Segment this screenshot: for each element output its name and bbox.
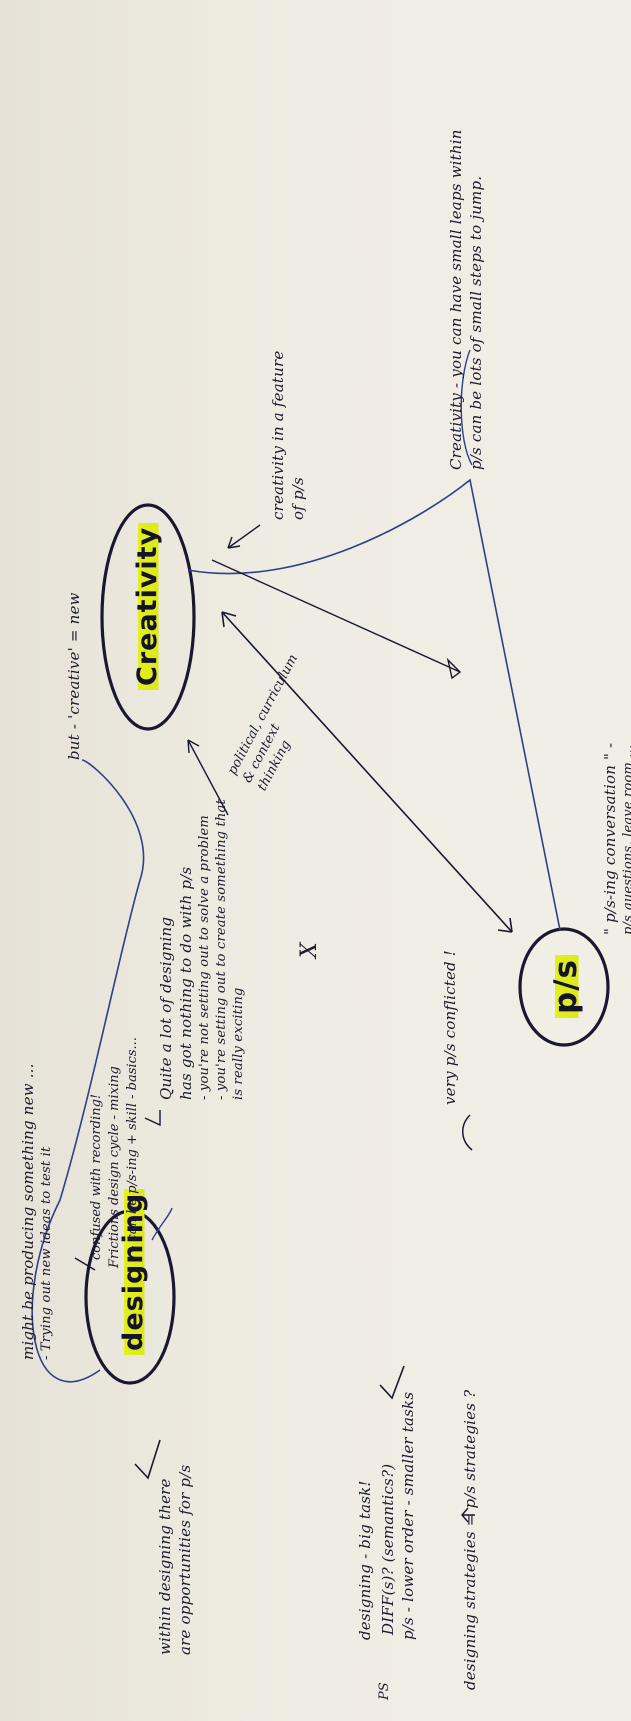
blue-line-designing-to-notes [151,1207,173,1241]
creativity-node-ellipse [100,503,196,731]
note-but-creative-new: but - 'creative' = new [65,592,83,760]
note-ps-conversation: " p/s-ing conversation " - p/s questions… [601,742,631,935]
arrow-note-to-creativity [227,524,261,549]
note-creativity-feature: creativity in a feature of p/s [269,350,307,520]
bracket-conflicted [462,1114,473,1151]
note-confused-recording: confused with recording! [89,1093,104,1260]
arrow-creativity-downward [211,559,461,673]
note-x-mark: X [297,942,322,958]
note-creativity-can-have: Creativity - you can have small leaps wi… [447,129,485,470]
blue-line-creativity-to-ps [187,478,561,931]
note-quite-a-lot: Quite a lot of designing has got nothing… [157,799,246,1100]
note-within-designing: within designing there are opportunities… [156,1464,194,1655]
tick-mark-2 [379,1365,405,1400]
note-designing-big-task: designing - big task! [356,1480,374,1640]
double-arrow-creativity-ps [221,611,513,933]
note-might-producing: might be producing something new ... - T… [19,1063,54,1360]
ps-node-ellipse [518,927,610,1047]
note-very-conflicted: very p/s conflicted ! [441,949,459,1105]
bracket-creativity-notes [460,349,473,466]
ps-node-label: p/s [548,955,584,1018]
note-ps-label: PS [377,1682,392,1700]
tick-designing-pointer [74,1257,96,1271]
note-diff-semantics: DIFF(s)? (semantics?) [379,1463,397,1635]
note-designing-strategies: designing strategies = p/s strategies ? [461,1389,479,1690]
ps-up-arrow [461,1507,475,1523]
tick-mark-1 [134,1439,161,1480]
creativity-node-label: Creativity [132,522,163,690]
arrow-quite-lot-to-creativity [187,739,229,816]
note-ps-lower-order: p/s - lower order - smaller tasks [399,1391,417,1640]
note-frictions-design-cycle: Frictions design cycle - mixing [107,1066,122,1268]
note-can-be-ps: - can be p/s-ing + skill - basics... [125,1037,140,1250]
blue-arc-designing-to-but-new [31,759,145,1383]
arrow-designing-note [144,1110,161,1127]
